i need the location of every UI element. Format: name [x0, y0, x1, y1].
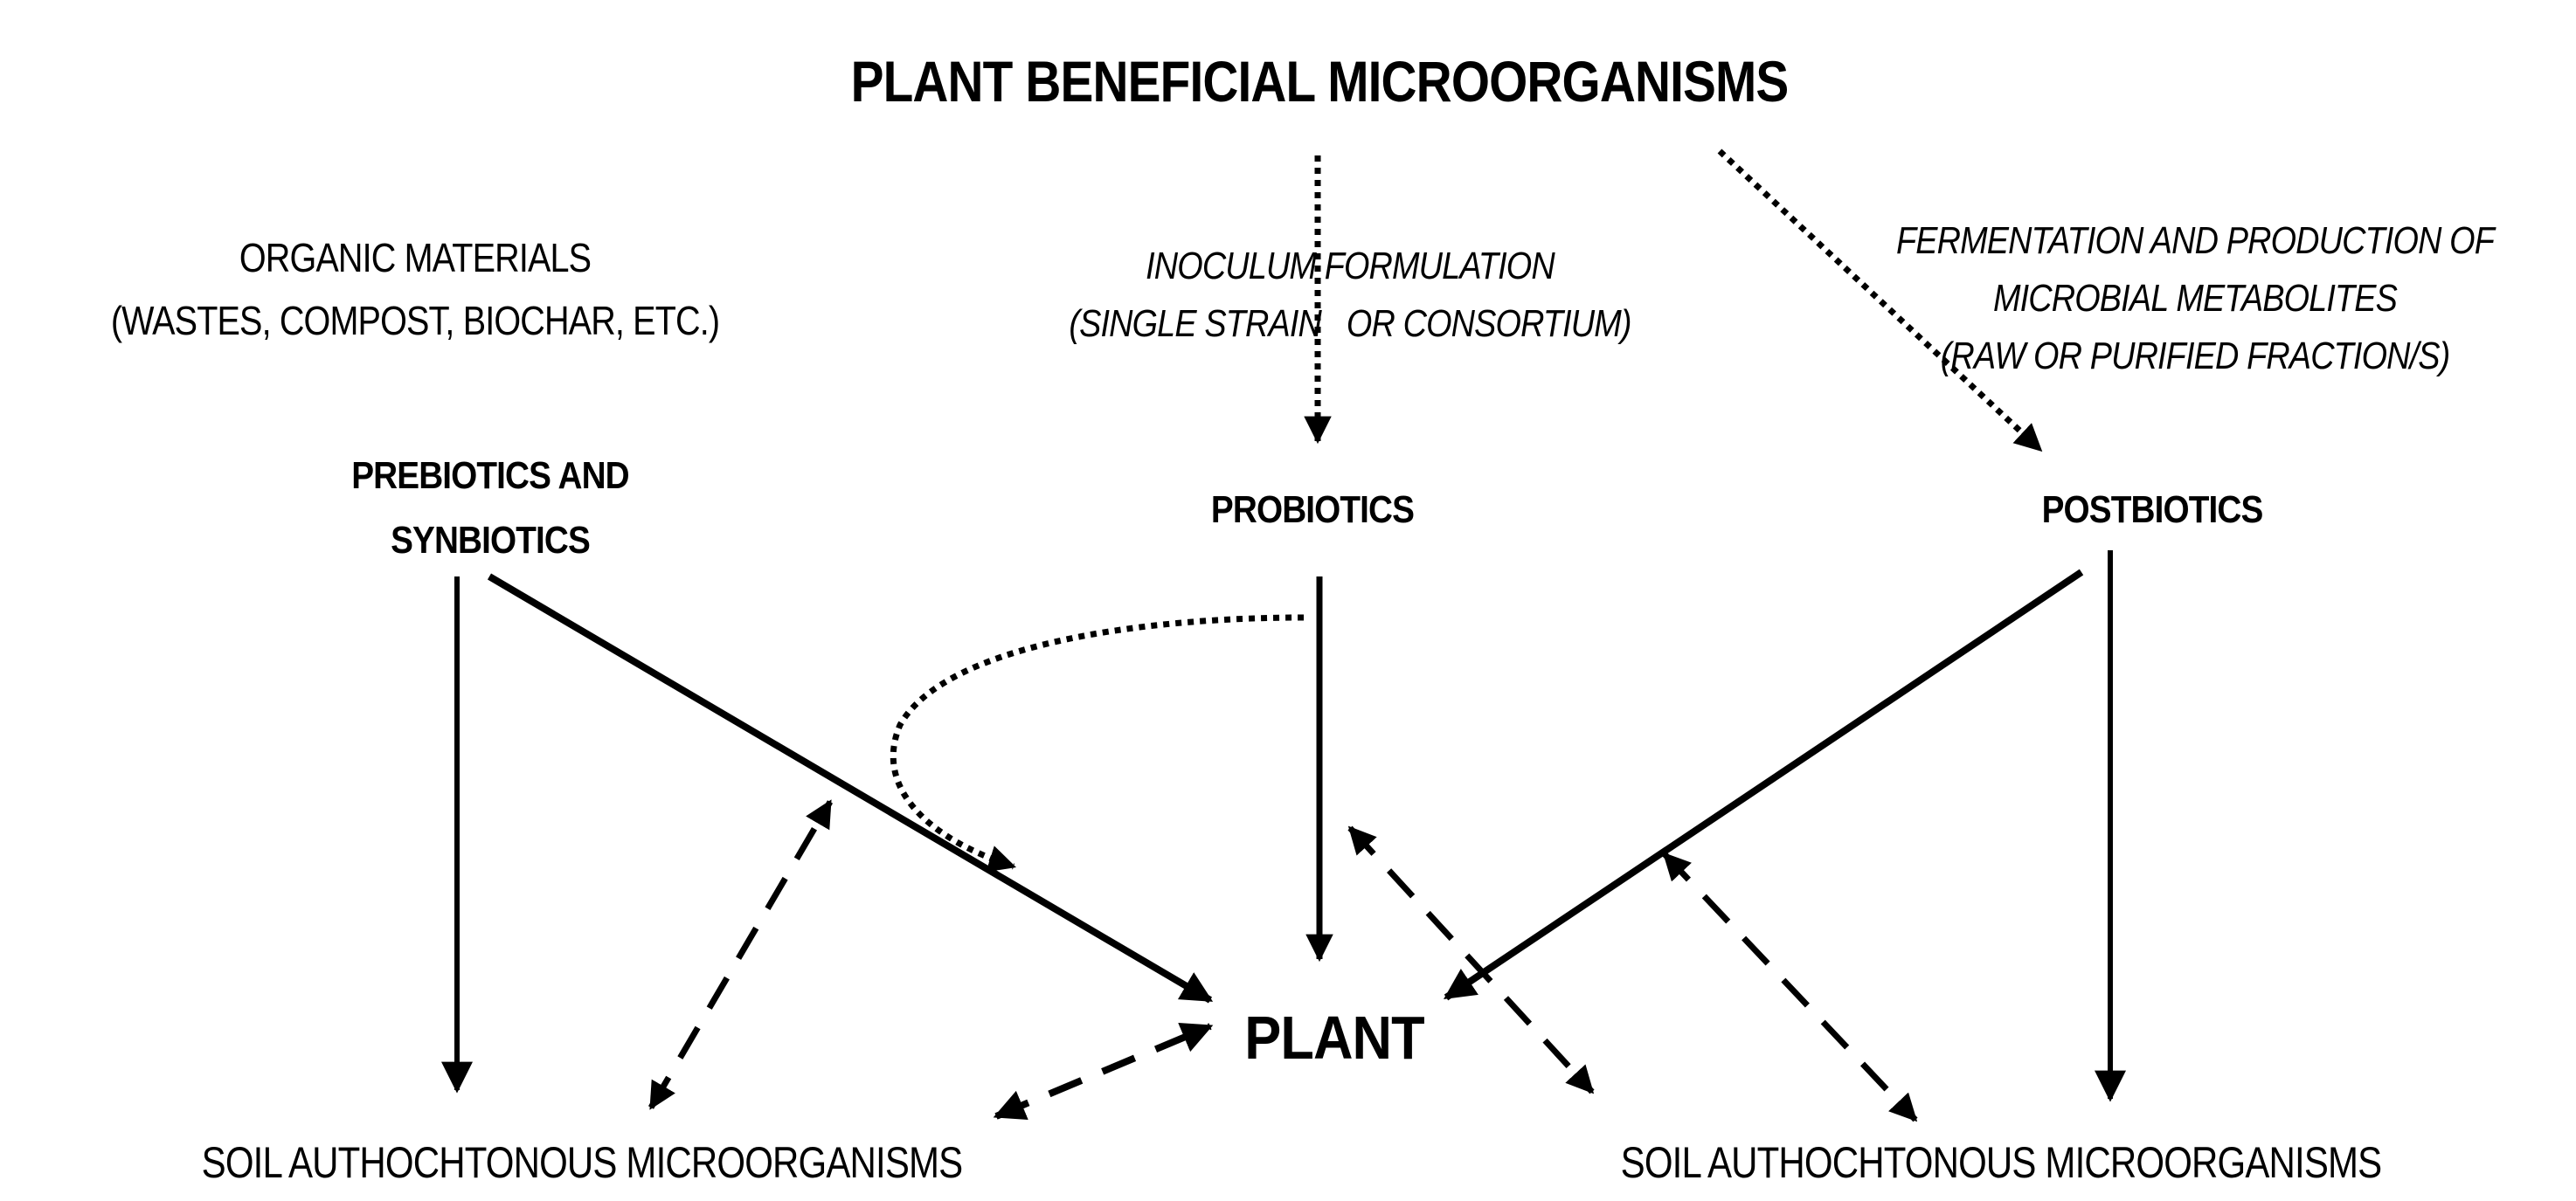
arrow-prebiotics-to-plant: [487, 573, 1214, 1004]
organic-line-1: ORGANIC MATERIALS: [239, 235, 592, 280]
label-organic-materials: ORGANIC MATERIALS (WASTES, COMPOST, BIOC…: [110, 226, 720, 352]
node-soil-left: SOIL AUTHOCHTONOUS MICROORGANISMS: [201, 1138, 964, 1187]
inoculum-line-1: INOCULUM FORMULATION: [1146, 245, 1555, 287]
prebiotics-line-1: PREBIOTICS AND: [351, 454, 629, 497]
node-soil-right: SOIL AUTHOCHTONOUS MICROORGANISMS: [1620, 1138, 2383, 1187]
node-prebiotics-synbiotics: PREBIOTICS AND SYNBIOTICS: [351, 444, 629, 573]
node-probiotics: PROBIOTICS: [1210, 488, 1415, 531]
organic-line-2: (WASTES, COMPOST, BIOCHAR, ETC.): [110, 298, 720, 343]
label-inoculum-formulation: INOCULUM FORMULATION (SINGLE STRAIN OR C…: [1069, 238, 1631, 353]
arrow-postbiotics-to-plant: [1444, 569, 2084, 1001]
fermentation-line-2: MICROBIAL METABOLITES: [1992, 277, 2398, 320]
diagram-title: PLANT BENEFICIAL MICROORGANISMS: [850, 49, 1790, 114]
inoculum-line-2: (SINGLE STRAIN OR CONSORTIUM): [1069, 302, 1631, 345]
arrow-probiotics-dotted-curve: [890, 614, 1305, 873]
arrow-postbiotic-link-to-soil-right: [1662, 852, 1918, 1122]
node-postbiotics: POSTBIOTICS: [2041, 488, 2264, 531]
arrow-soil-left-to-prebiotic-link: [647, 799, 834, 1110]
fermentation-line-1: FERMENTATION AND PRODUCTION OF: [1895, 219, 2495, 262]
prebiotics-line-2: SYNBIOTICS: [391, 519, 591, 562]
label-fermentation: FERMENTATION AND PRODUCTION OF MICROBIAL…: [1895, 212, 2495, 385]
arrow-probiotic-link-to-soil-right: [1347, 825, 1595, 1094]
arrow-soil-left-to-plant: [993, 1022, 1214, 1121]
node-plant: PLANT: [1244, 1004, 1424, 1072]
fermentation-line-3: (RAW OR PURIFIED FRACTION/S): [1940, 335, 2451, 377]
